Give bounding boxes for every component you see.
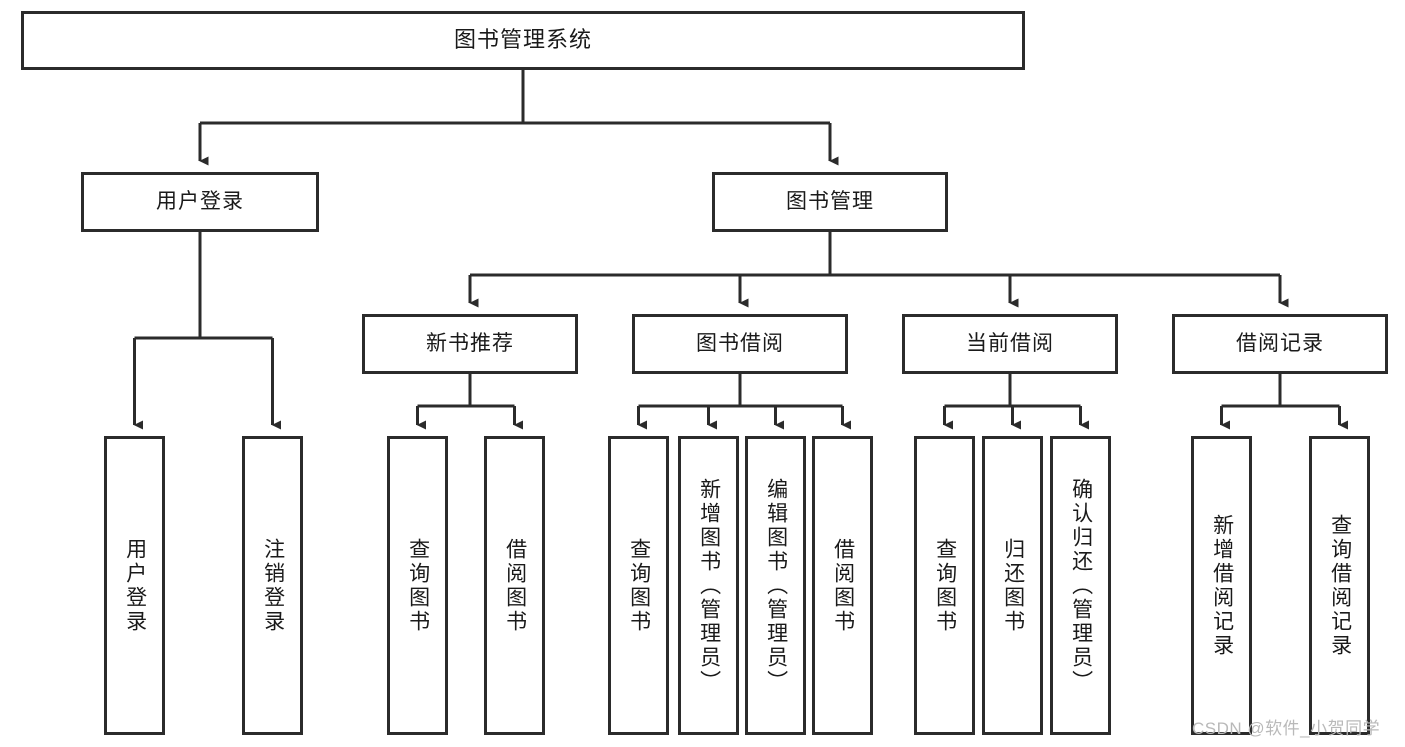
node-book-manage[interactable]: 图书管理 [712, 172, 948, 232]
node-root[interactable]: 图书管理系统 [21, 11, 1025, 70]
node-label: 查询借阅记录 [1328, 513, 1352, 658]
csdn-watermark: CSDN @软件_小贺同学 [1192, 719, 1381, 738]
node-label: 新增借阅记录 [1210, 513, 1234, 658]
node-leaf-borrow-book-rec[interactable]: 借阅图书 [484, 436, 545, 735]
node-leaf-edit-book-admin[interactable]: 编辑图书（管理员） [745, 436, 806, 735]
node-label: 用户登录 [123, 537, 147, 634]
node-leaf-query-book-rec[interactable]: 查询图书 [387, 436, 448, 735]
node-label: 注销登录 [261, 537, 285, 634]
node-label: 图书管理系统 [453, 27, 592, 53]
node-leaf-borrow-book-bor[interactable]: 借阅图书 [812, 436, 873, 735]
node-label: 借阅图书 [831, 537, 855, 634]
node-label: 确认归还（管理员） [1069, 477, 1093, 694]
node-label: 当前借阅 [966, 332, 1054, 356]
node-book-borrow[interactable]: 图书借阅 [632, 314, 848, 374]
node-current-borrow[interactable]: 当前借阅 [902, 314, 1118, 374]
node-label: 新增图书（管理员） [697, 477, 721, 694]
node-leaf-confirm-return-admin[interactable]: 确认归还（管理员） [1050, 436, 1111, 735]
node-leaf-return-book[interactable]: 归还图书 [982, 436, 1043, 735]
node-label: 查询图书 [933, 537, 957, 634]
node-label: 查询图书 [627, 537, 651, 634]
node-new-book-recommend[interactable]: 新书推荐 [362, 314, 578, 374]
node-label: 归还图书 [1001, 537, 1025, 634]
node-leaf-query-book-bor[interactable]: 查询图书 [608, 436, 669, 735]
node-leaf-add-record[interactable]: 新增借阅记录 [1191, 436, 1252, 735]
node-label: 图书借阅 [696, 332, 784, 356]
node-label: 编辑图书（管理员） [764, 477, 788, 694]
node-leaf-query-record[interactable]: 查询借阅记录 [1309, 436, 1370, 735]
node-user-login[interactable]: 用户登录 [81, 172, 319, 232]
node-leaf-add-book-admin[interactable]: 新增图书（管理员） [678, 436, 739, 735]
node-label: 借阅图书 [503, 537, 527, 634]
node-borrow-record[interactable]: 借阅记录 [1172, 314, 1388, 374]
node-leaf-query-book-cur[interactable]: 查询图书 [914, 436, 975, 735]
node-label: 借阅记录 [1236, 332, 1324, 356]
node-label: 图书管理 [786, 190, 874, 214]
node-label: 查询图书 [406, 537, 430, 634]
node-label: 用户登录 [156, 190, 244, 214]
node-leaf-logout[interactable]: 注销登录 [242, 436, 303, 735]
node-label: 新书推荐 [426, 332, 514, 356]
node-leaf-user-login[interactable]: 用户登录 [104, 436, 165, 735]
